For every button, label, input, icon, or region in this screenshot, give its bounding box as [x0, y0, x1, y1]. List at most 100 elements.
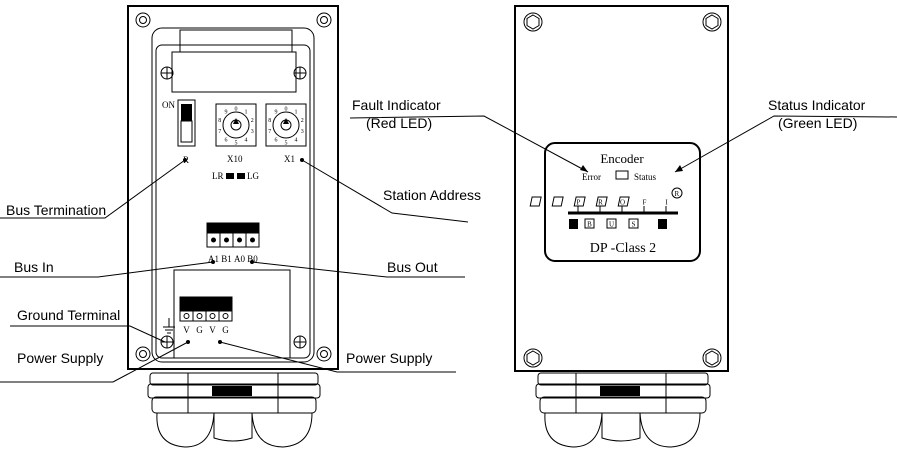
dial-digit: 5: [285, 141, 288, 147]
profibus-logo: P R O F I B U S R: [529, 187, 683, 229]
dial-digit: 0: [235, 107, 238, 113]
callout-labels: Bus Termination Station Address Bus In B…: [6, 97, 866, 366]
profibus-letter: B: [587, 221, 592, 229]
board-screw-4: [293, 335, 307, 349]
profibus-letter-box: [617, 196, 630, 207]
led-red: [226, 173, 234, 179]
cover-screw-bl: [523, 348, 543, 368]
dial-digit: 3: [251, 129, 254, 135]
label-fault-indicator-sub: (Red LED): [366, 115, 432, 131]
closed-unit-housing: [514, 5, 729, 372]
profibus-letter-box: [606, 218, 617, 229]
board-screw-2: [293, 66, 307, 80]
dial-digit: 9: [275, 110, 278, 116]
bus-terminal-block: [206, 222, 260, 248]
label-fault-indicator: Fault Indicator: [352, 97, 441, 113]
profibus-letter: O: [620, 199, 625, 207]
profibus-letter: S: [632, 221, 636, 229]
profibus-letter-boxes: P R O F I B U S: [529, 196, 668, 229]
corner-screw-tr: [316, 12, 332, 28]
open-unit-inner-frame: [151, 27, 315, 363]
profibus-letter-box: [584, 218, 595, 229]
label-bus-termination: Bus Termination: [6, 202, 106, 218]
bus-terminal-label: B1: [221, 254, 232, 264]
dial-digit: 5: [235, 141, 238, 147]
dial-digit: 4: [245, 137, 248, 143]
power-terminal-label: V: [209, 325, 216, 335]
dial-digit: 4: [295, 137, 298, 143]
rotary-dial-x10[interactable]: [215, 103, 257, 147]
cover-screw-tr: [702, 12, 722, 32]
label-status-indicator-sub: (Green LED): [778, 115, 857, 131]
profibus-letter: R: [598, 199, 603, 207]
dial-digit: 0: [285, 107, 288, 113]
dial-digit: 8: [218, 118, 221, 124]
dial-digit: 7: [218, 129, 221, 135]
label-bus-out: Bus Out: [387, 259, 438, 275]
top-connector-slot: [179, 29, 293, 53]
dial-digit: 1: [245, 110, 248, 116]
label-led-window: [615, 170, 629, 180]
corner-screw-br: [316, 346, 332, 362]
bus-terminal-label: B0: [247, 254, 258, 264]
cover-screw-tl: [523, 12, 543, 32]
power-compartment: [173, 269, 291, 359]
dial-digit: 2: [301, 118, 304, 124]
dial-digit: 6: [275, 137, 278, 143]
termination-switch-slot: [180, 120, 193, 143]
cable-glands-left: [147, 372, 321, 448]
cable-glands-right: [535, 372, 711, 448]
rotary-dial-x1[interactable]: [265, 103, 307, 147]
label-bus-in: Bus In: [14, 259, 54, 275]
power-terminal-label: G: [196, 325, 203, 335]
dial-x1-label: X1: [284, 154, 295, 164]
label-station-address: Station Address: [383, 187, 481, 203]
termination-switch-lever: [181, 104, 192, 121]
profibus-letter: U: [609, 221, 614, 229]
dial-x10-label: X10: [227, 154, 243, 164]
ground-symbol-icon: [163, 318, 175, 334]
profibus-block: [658, 219, 667, 229]
label-power-supply-left: Power Supply: [17, 350, 103, 366]
termination-switch[interactable]: [177, 99, 196, 147]
profibus-letter-box: [628, 218, 639, 229]
bus-terminal-label: A1: [208, 254, 219, 264]
dial-digit: 8: [268, 118, 271, 124]
led-green: [237, 173, 245, 179]
corner-screw-bl: [135, 346, 151, 362]
power-terminal-block: [179, 296, 233, 322]
bus-terminal-label: A0: [234, 254, 245, 264]
power-terminal-label: G: [222, 325, 229, 335]
dial-digit: 1: [295, 110, 298, 116]
profibus-letter: P: [577, 199, 581, 207]
dial-digit: 9: [225, 110, 228, 116]
leader-lines: [0, 115, 897, 383]
led-lg-label: LG: [247, 171, 259, 181]
profibus-letter-box: [551, 196, 564, 207]
open-unit-housing: [127, 5, 339, 370]
profibus-letter-box: [573, 196, 586, 207]
profibus-letter-box: [529, 196, 542, 207]
profibus-letter-box: [595, 196, 608, 207]
profibus-letter: I: [665, 199, 668, 207]
led-lr-label: LR: [212, 171, 224, 181]
dial-digit: 2: [251, 118, 254, 124]
registered-mark: R: [675, 190, 680, 198]
encoder-label-plate: [544, 142, 701, 262]
label-class: DP -Class 2: [590, 241, 656, 256]
label-status-indicator: Status Indicator: [768, 97, 866, 113]
board-screw-1: [160, 66, 174, 80]
label-power-supply-right: Power Supply: [346, 350, 432, 366]
power-terminal-label: V: [183, 325, 190, 335]
profibus-letter: F: [643, 199, 647, 207]
corner-screw-tl: [135, 12, 151, 28]
profibus-block: [569, 219, 578, 229]
label-title: Encoder: [600, 151, 644, 166]
board-screw-3: [160, 335, 174, 349]
